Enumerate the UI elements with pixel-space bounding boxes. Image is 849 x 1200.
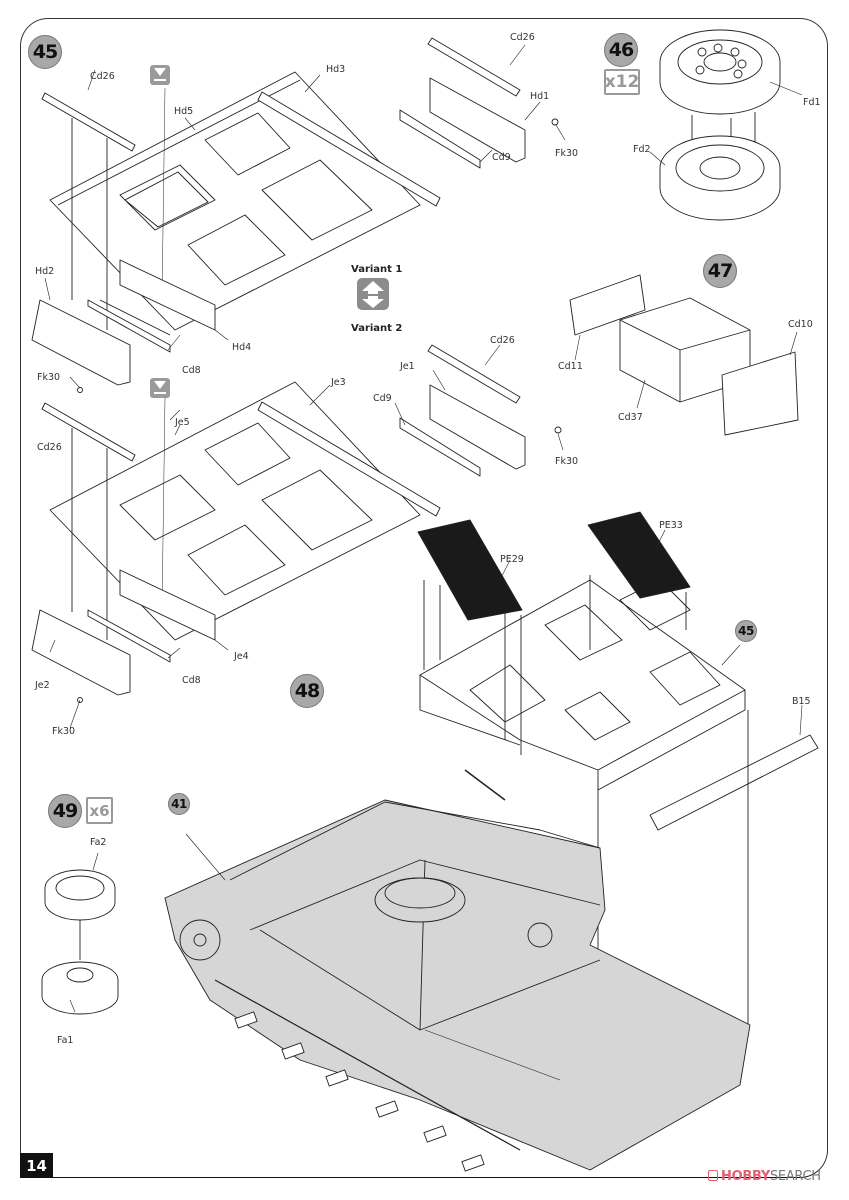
align-marker-icon [150, 378, 170, 398]
part-label: Hd1 [530, 91, 550, 102]
part-label: Hd2 [35, 266, 55, 277]
align-marker-icon [150, 65, 170, 85]
variant-2-label: Variant 2 [351, 323, 403, 334]
part-pe29 [417, 519, 523, 621]
variant-swap-arrows-icon [357, 278, 389, 310]
step-number-45: 45 [28, 35, 62, 69]
watermark-brand-a: HOBBY [721, 1169, 770, 1184]
part-cd26-left-b [41, 402, 136, 462]
watermark-brand-b: SEARCH [769, 1169, 821, 1184]
part-cd26-top-b [427, 344, 521, 404]
part-label: Hd4 [232, 342, 252, 353]
part-fk30-a [551, 118, 559, 126]
part-label: Fk30 [555, 148, 579, 159]
part-fk30-d [77, 697, 83, 703]
part-hd1 [429, 77, 526, 163]
part-label: Cd26 [510, 32, 535, 43]
part-label: Cd26 [490, 335, 515, 346]
part-cd9-b [399, 417, 481, 477]
part-label: Je5 [175, 417, 190, 428]
part-cd9-a [399, 109, 481, 169]
part-hd2 [31, 299, 131, 386]
hobby-search-logo-icon [708, 1170, 718, 1181]
part-label: Cd26 [37, 442, 62, 453]
quantity-badge-x12: x12 [604, 69, 640, 95]
part-b15 [649, 734, 819, 831]
hull-assembly [164, 769, 751, 1172]
page-number: 14 [20, 1153, 53, 1178]
wheel-fd2 [659, 135, 781, 221]
part-label: Cd26 [90, 71, 115, 82]
part-label: Fk30 [555, 456, 579, 467]
wheel-fa1 [41, 961, 119, 1015]
step-number-48: 48 [290, 674, 324, 708]
part-je2 [31, 609, 131, 696]
page-frame [20, 18, 828, 1178]
part-label: Fk30 [52, 726, 76, 737]
part-label: Je2 [35, 680, 50, 691]
part-fk30-c [554, 426, 562, 434]
part-label: Cd37 [618, 412, 643, 423]
part-label: Je3 [331, 377, 346, 388]
part-label: Hd3 [326, 64, 346, 75]
part-label: Je4 [234, 651, 249, 662]
part-label: Cd10 [788, 319, 813, 330]
watermark: HOBBYSEARCH [708, 1169, 821, 1184]
part-label: B15 [792, 696, 811, 707]
part-je3 [257, 401, 441, 517]
part-cd26-left-a [41, 92, 136, 152]
part-label: Fd1 [803, 97, 821, 108]
quantity-badge-x6: x6 [86, 797, 113, 824]
part-label: Je1 [400, 361, 415, 372]
step-number-46: 46 [604, 33, 638, 67]
part-label: Fd2 [633, 144, 651, 155]
step-number-47: 47 [703, 254, 737, 288]
part-label: PE33 [659, 520, 683, 531]
part-fk30-b [77, 387, 83, 393]
wheel-fd1 [659, 29, 781, 115]
part-cd10 [721, 351, 799, 436]
part-label: Fa2 [90, 837, 107, 848]
step-number-49: 49 [48, 794, 82, 828]
part-label: Fa1 [57, 1035, 74, 1046]
part-cd11 [569, 274, 646, 336]
step-ref-45: 45 [735, 620, 757, 642]
part-label: Cd9 [492, 152, 511, 163]
part-label: Cd11 [558, 361, 583, 372]
wheel-fa2 [44, 869, 116, 921]
hull-ref-41: 41 [168, 793, 190, 815]
part-label: PE29 [500, 554, 524, 565]
variant-1-label: Variant 1 [351, 264, 403, 275]
part-hd3 [257, 91, 441, 207]
deck-je5 [49, 381, 421, 641]
part-label: Cd8 [182, 675, 201, 686]
part-label: Fk30 [37, 372, 61, 383]
part-pe33 [587, 511, 691, 599]
part-label: Cd9 [373, 393, 392, 404]
part-label: Cd8 [182, 365, 201, 376]
part-je1 [429, 384, 526, 470]
part-label: Hd5 [174, 106, 194, 117]
part-cd26-top-a [427, 37, 521, 97]
